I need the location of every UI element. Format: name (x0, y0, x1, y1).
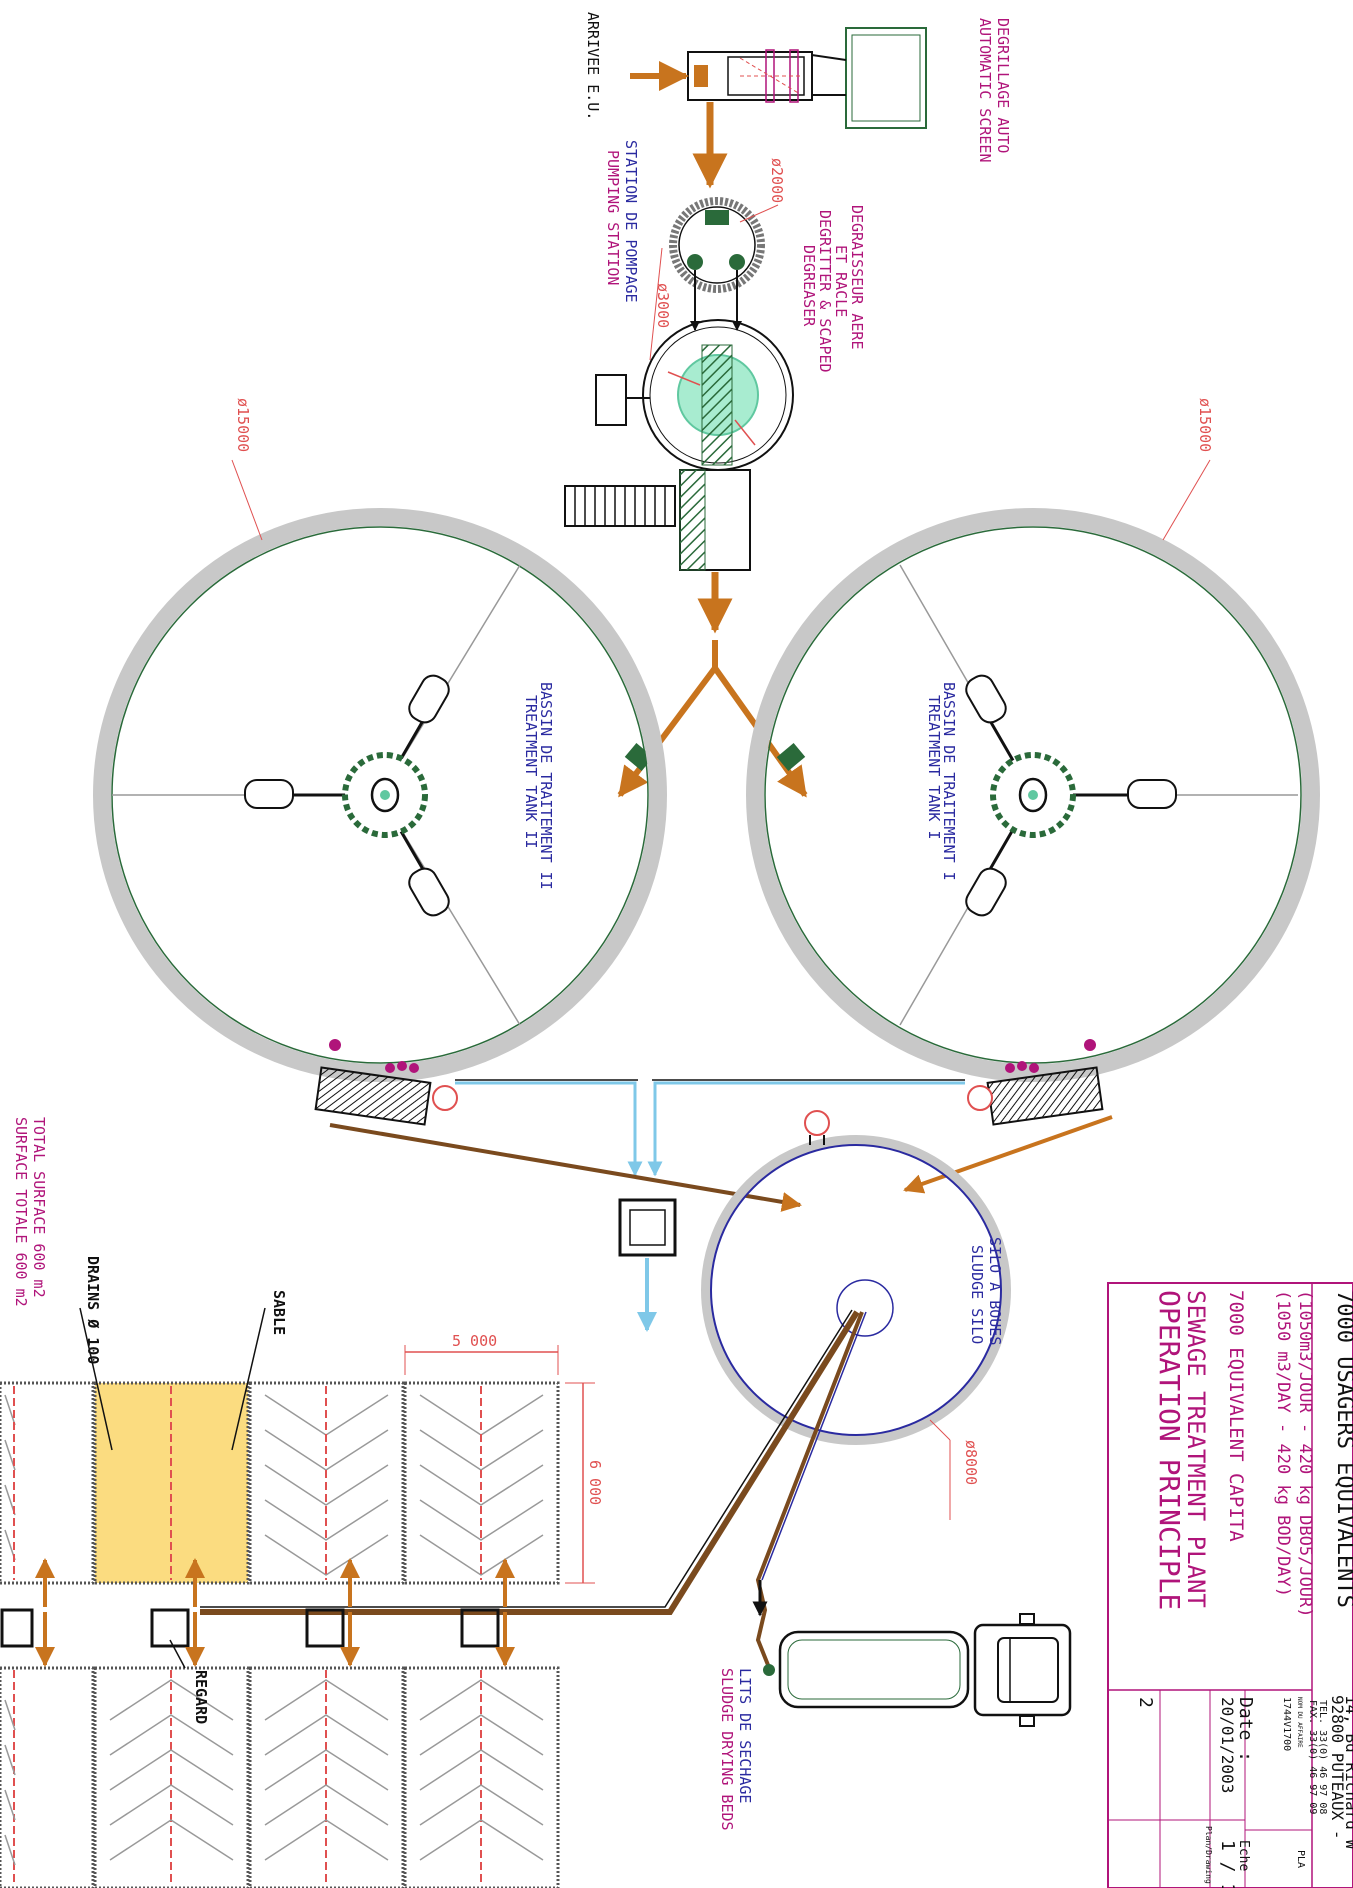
degreaser: ø2000 DEGRAISSEUR AERE ET RACLE DEGRITTE… (669, 158, 866, 373)
sheet-number: 2 (1135, 1697, 1156, 1708)
scale-value: 1 / 1 (1217, 1840, 1238, 1888)
silo-label-en: SLUDGE SILO (968, 1245, 986, 1344)
treatment-tank-1: BASSIN DE TRAITEMENT I TREATMENT TANK I … (746, 398, 1320, 1126)
regard-label: REGARD (192, 1670, 210, 1724)
sludge-drying-beds: 5 000 6 000 SABLE DRAINS Ø 100 REGARD LI… (0, 1117, 754, 1888)
drying-bed-bottom-1 (403, 1666, 560, 1888)
tank-2-outlet (314, 1039, 458, 1126)
address-line-2: 92800 PUTEAUX - (1328, 1695, 1347, 1840)
access-stair (564, 485, 676, 527)
project-number: 1744V1700 (1281, 1697, 1292, 1751)
title-capita: 7000 EQUIVALENT CAPITA (1225, 1290, 1247, 1542)
address-line-4: FAX. 33(0) 46 97 09 (1307, 1700, 1318, 1814)
degreaser-en-2: DEGREASER (800, 245, 818, 327)
drying-bed-top-4 (0, 1381, 95, 1585)
treatment-tank-2: BASSIN DE TRAITEMENT II TREATMENT TANK I… (93, 398, 667, 1126)
address-line-3: TEL. 33(0) 46 97 08 (1317, 1700, 1328, 1814)
date-value: 20/01/2003 (1218, 1697, 1237, 1793)
silo-label-fr: SILO A BOUES (986, 1237, 1004, 1345)
nom-label: NOM DU AFFAIRE (1296, 1697, 1303, 1748)
screen-container (845, 27, 927, 129)
auto-screen-label-fr: DEGRILLAGE AUTO (994, 18, 1012, 153)
outlet-chamber (618, 1198, 677, 1257)
capacity-fr: (1050m3/JOUR - 420 kg DBO5/JOUR) (1295, 1290, 1315, 1618)
pump-label-fr: STATION DE POMPAGE (622, 140, 640, 303)
effluent-lines (329, 1079, 1113, 1332)
automatic-screen: DEGRILLAGE AUTO AUTOMATIC SCREEN ARRIVEE… (584, 12, 1012, 189)
dia-3000: ø3000 (654, 283, 672, 328)
dia-15000-right: ø15000 (1196, 398, 1214, 452)
distribution-chamber-4 (0, 1608, 34, 1648)
arrivee-label: ARRIVEE E.U. (584, 12, 602, 120)
title-block: 7000 USAGERS EQUIVALENTS (1050m3/JOUR - … (1107, 1282, 1353, 1888)
tank-2-label-fr: BASSIN DE TRAITEMENT II (537, 682, 555, 890)
degreaser-fr-1: DEGRAISSEUR AERE (848, 205, 866, 350)
tank-1-label-en: TREATMENT TANK I (925, 695, 943, 840)
splitter-pipe (617, 572, 808, 798)
tank-1-label-fr: BASSIN DE TRAITEMENT I (940, 682, 958, 881)
silo-mixer-icon (804, 1110, 830, 1136)
drying-bed-bottom-2 (248, 1666, 405, 1888)
beds-label-en: SLUDGE DRYING BEDS (718, 1668, 736, 1831)
sable-label: SABLE (270, 1290, 288, 1335)
scale-label: Eche (1236, 1840, 1251, 1871)
title-block-frame (1107, 1282, 1353, 1888)
drying-bed-bottom-3 (93, 1666, 250, 1888)
tank-2-label-en: TREATMENT TANK II (522, 695, 540, 849)
drains-label: DRAINS Ø 100 (84, 1256, 102, 1364)
surface-en: TOTAL SURFACE 600 m2 (30, 1117, 48, 1298)
drying-bed-top-1 (403, 1381, 560, 1585)
date-label: Date : (1235, 1697, 1256, 1762)
sludge-silo: SILO A BOUES SLUDGE SILO ø8000 (200, 1110, 1011, 1676)
dia-8000: ø8000 (962, 1440, 980, 1485)
surface-fr: SURFACE TOTALE 600 m2 (12, 1117, 30, 1307)
degreaser-shell (669, 197, 765, 293)
distribution-chamber-3 (150, 1608, 190, 1648)
pump-label-en: PUMPING STATION (604, 150, 622, 285)
tank-2-rim (93, 508, 667, 1082)
silo-rim (701, 1135, 1011, 1445)
drying-bed-top-2 (248, 1381, 405, 1585)
title-plant: SEWAGE TREATMENT PLANT (1182, 1290, 1210, 1608)
sludge-truck (778, 1613, 1072, 1727)
truck-tank (778, 1630, 970, 1709)
distribution-chamber-2 (305, 1608, 345, 1648)
plan-label: PLA (1295, 1850, 1306, 1868)
pumping-station: ø3000 STATION DE POMPAGE PUMPING STATION (564, 140, 794, 571)
auto-screen-label-en: AUTOMATIC SCREEN (976, 18, 994, 163)
tank-1-rim (746, 508, 1320, 1082)
plan-drawing-label: Plan/Drawing (1204, 1826, 1213, 1884)
capacity-en: (1050 m3/DAY - 420 kg BOD/DAY) (1273, 1290, 1293, 1597)
address-line-1: 14, Bd Richard W (1342, 1695, 1353, 1849)
distribution-chamber-1 (460, 1608, 500, 1648)
degreaser-fr-2: ET RACLE (832, 245, 850, 317)
dia-15000-left: ø15000 (234, 398, 252, 452)
title-principle: OPERATION PRINCIPLE (1153, 1290, 1186, 1610)
dim-5000: 5 000 (452, 1332, 497, 1350)
beds-label-fr: LITS DE SECHAGE (736, 1668, 754, 1803)
title-equivalents: 7000 USAGERS EQUIVALENTS (1332, 1290, 1353, 1608)
dia-2000: ø2000 (768, 158, 786, 203)
tank-1-outlet (967, 1039, 1104, 1126)
degreaser-en-1: DEGRITTER & SCAPED (816, 210, 834, 373)
dim-6000: 6 000 (586, 1460, 604, 1505)
